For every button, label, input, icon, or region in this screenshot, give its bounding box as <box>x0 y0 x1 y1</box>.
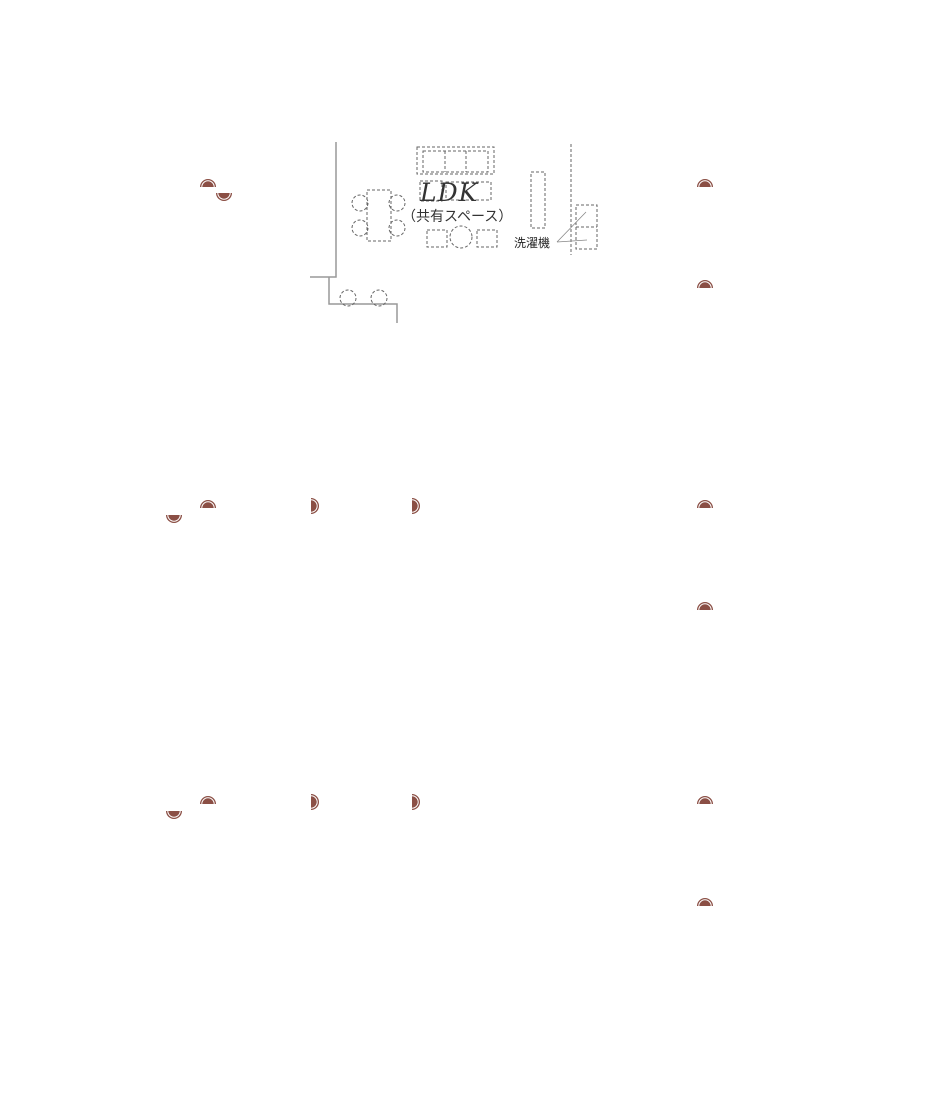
semicircle-marker-icon <box>200 500 216 508</box>
semicircle-marker-icon <box>166 811 182 819</box>
marker-ring <box>698 281 712 289</box>
semicircle-marker-icon <box>200 796 216 804</box>
semicircle-marker-icon <box>311 498 319 514</box>
marker-ring <box>411 499 419 513</box>
marker-ring <box>698 797 712 805</box>
kitchen-counter <box>416 146 495 202</box>
low-table-set <box>426 225 498 249</box>
marker-ring <box>698 180 712 188</box>
semicircle-marker-icon <box>166 515 182 523</box>
room-sublabel: （共有スペース） <box>402 209 513 225</box>
semicircle-marker-icon <box>412 794 420 810</box>
semicircle-marker-icon <box>200 179 216 187</box>
marker-ring <box>310 499 318 513</box>
semicircle-marker-icon <box>412 498 420 514</box>
marker-ring <box>217 192 231 200</box>
marker-ring <box>201 501 215 509</box>
semicircle-marker-icon <box>697 179 713 187</box>
semicircle-marker-icon <box>697 898 713 906</box>
semicircle-marker-icon <box>311 794 319 810</box>
semicircle-marker-icon <box>697 280 713 288</box>
semicircle-marker-icon <box>697 602 713 610</box>
walls <box>310 142 572 323</box>
semicircle-marker-icon <box>697 500 713 508</box>
marker-ring <box>167 810 181 818</box>
marker-ring <box>698 501 712 509</box>
room-label: LDK <box>420 178 479 207</box>
marker-ring <box>698 603 712 611</box>
marker-ring <box>698 899 712 907</box>
marker-ring <box>201 797 215 805</box>
washing-machine <box>556 204 598 250</box>
marker-ring <box>411 795 419 809</box>
washer-label: 洗濯機 <box>514 236 551 250</box>
marker-ring <box>310 795 318 809</box>
dining-table <box>351 189 406 242</box>
semicircle-marker-icon <box>216 193 232 201</box>
marker-ring <box>201 180 215 188</box>
stools <box>339 289 388 307</box>
semicircle-marker-icon <box>697 796 713 804</box>
shelf <box>530 171 546 229</box>
marker-ring <box>167 514 181 522</box>
markers <box>166 179 713 907</box>
